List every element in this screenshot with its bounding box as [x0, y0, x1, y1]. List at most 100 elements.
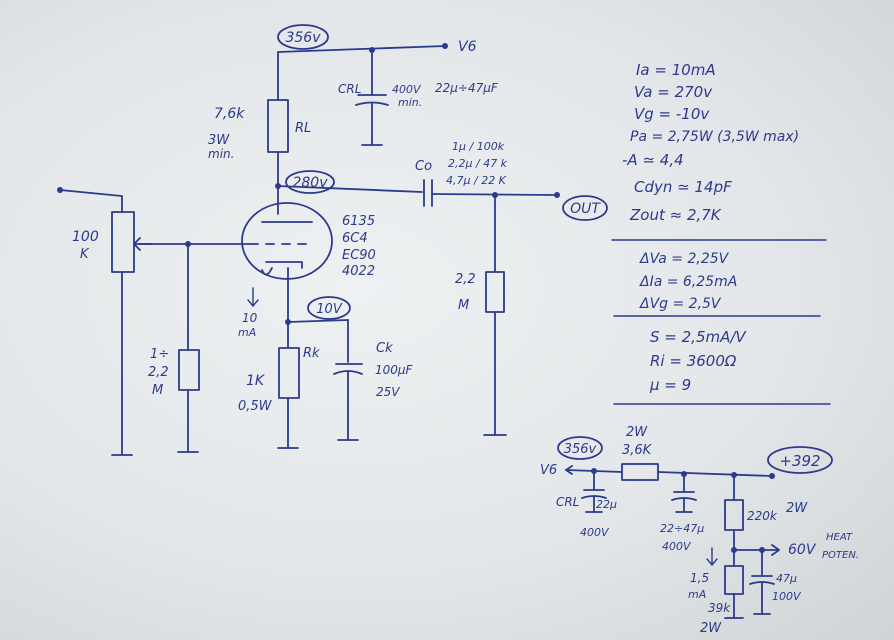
- psu-wire-60v: [733, 544, 780, 556]
- psu-label-c3-value: 47µ: [776, 572, 797, 585]
- terminal-in: [57, 187, 63, 193]
- param-va: Va = 270v: [634, 83, 713, 101]
- param-mu: µ = 9: [649, 376, 691, 394]
- label-co: Co: [415, 159, 432, 174]
- tube-heater: [261, 267, 273, 276]
- psu-label-356: 356v: [564, 442, 597, 457]
- psu-r3: [724, 565, 744, 595]
- label-tube-6c4: 6C4: [342, 231, 368, 246]
- label-cur-1: 10: [242, 311, 258, 325]
- psu-label-r1-value: 3,6K: [622, 443, 653, 458]
- resistor-rg: [178, 349, 200, 391]
- psu-r1: [621, 463, 659, 481]
- psu-label-r3: 39k: [708, 601, 731, 615]
- psu-label-crl: CRL: [556, 495, 579, 509]
- label-356-top: 356v: [285, 30, 321, 46]
- psu-c1: [581, 470, 607, 513]
- psu-bubble-392: [767, 446, 833, 474]
- param-vg: Vg = -10v: [634, 105, 710, 123]
- psu-label-c1-value: 22µ: [596, 498, 617, 511]
- psu-section: [565, 463, 780, 619]
- psu-c2: [671, 473, 697, 513]
- label-280: 280v: [292, 175, 328, 191]
- psu-label-r2: 220k: [747, 509, 778, 523]
- label-tube-6135: 6135: [342, 214, 375, 229]
- label-rg-3: M: [152, 383, 163, 398]
- param-dia: ΔIa = 6,25mA: [639, 274, 737, 290]
- param-dvg: ΔVg = 2,5V: [639, 296, 722, 312]
- current-arrow: [247, 287, 259, 308]
- psu-label-poten: POTEN.: [822, 550, 859, 561]
- psu-wire-r3-gnd: [724, 593, 744, 619]
- psu-current-arrow: [706, 547, 718, 567]
- resistor-rl: [485, 271, 505, 313]
- wire-pot-in: [59, 189, 123, 213]
- cap-co: [423, 179, 433, 207]
- param-ia: Ia = 10mA: [636, 61, 716, 79]
- label-rk-watt: 0,5W: [238, 399, 273, 414]
- wire-rg-gnd: [177, 389, 199, 453]
- bubble-356-top: [277, 24, 329, 50]
- label-ck-name: Ck: [376, 341, 393, 356]
- label-rl-1: 2,2: [455, 272, 476, 287]
- label-ra-name: RL: [295, 121, 311, 136]
- label-ra-value: 7,6k: [214, 106, 245, 122]
- wire-pot-gnd: [111, 271, 133, 456]
- resistor-rk: [278, 347, 300, 399]
- amp-stage: [57, 43, 560, 456]
- psu-label-cur-1: 1,5: [690, 571, 709, 585]
- amp-labels: 356v V6 CRL 400V 22µ÷47µF min. 7,6k RL 3…: [72, 24, 608, 414]
- psu-label-c1-volt: 400V: [580, 526, 610, 539]
- label-crl-top-min: min.: [398, 96, 422, 109]
- label-tube-ec90: EC90: [342, 248, 376, 263]
- label-ck-volt: 25V: [376, 385, 400, 399]
- wire-rl-gnd: [483, 311, 507, 436]
- label-v6-top: V6: [458, 39, 477, 55]
- psu-r2: [724, 499, 744, 531]
- label-rg-2: 2,2: [148, 365, 169, 380]
- psu-label-v6: V6: [540, 463, 557, 478]
- psu-label-392: +392: [779, 452, 820, 470]
- label-crl-top-c: 22µ÷47µF: [435, 81, 499, 95]
- label-pot-value: 100: [72, 229, 99, 245]
- param-cdyn: Cdyn ≃ 14pF: [634, 178, 732, 196]
- label-cur-2: mA: [238, 326, 256, 339]
- label-ra-watt: 3W: [208, 133, 230, 148]
- crl-cap: [355, 49, 389, 146]
- terminal-v6-top: [442, 43, 448, 49]
- bubble-280: [285, 170, 335, 194]
- wire-cathode: [287, 319, 349, 323]
- param-ri: Ri = 3600Ω: [650, 352, 737, 370]
- label-rl-2: M: [458, 298, 469, 313]
- cap-ck: [333, 319, 363, 441]
- label-co-opt3: 4,7µ / 22 K: [446, 174, 507, 187]
- tube-parameters: Ia = 10mA Va = 270v Vg = -10v Pa = 2,75W…: [611, 61, 831, 405]
- param-pa: Pa = 2,75W (3,5W max): [630, 129, 799, 145]
- tube-cathode: [265, 261, 303, 323]
- label-crl-top-v: 400V: [392, 83, 422, 96]
- psu-label-c2-volt: 400V: [662, 540, 692, 553]
- label-co-opt2: 2,2µ / 47 k: [448, 157, 508, 170]
- label-rk-value: 1K: [246, 373, 266, 389]
- wire-rk: [277, 321, 299, 449]
- psu-label-cur-2: mA: [688, 588, 706, 601]
- param-s: S = 2,5mA/V: [650, 328, 747, 346]
- potentiometer: [111, 211, 135, 273]
- label-pot-unit: K: [80, 247, 90, 262]
- label-crl-top: CRL: [338, 82, 361, 96]
- param-gain: -A ≃ 4,4: [622, 151, 684, 169]
- psu-terminal-392: [769, 473, 775, 479]
- psu-label-c3-volt: 100V: [772, 590, 802, 603]
- psu-main-line-2: [657, 471, 773, 477]
- tube-envelope: [241, 202, 333, 280]
- wire-anode-co: [277, 185, 423, 193]
- label-ra-min: min.: [208, 147, 234, 161]
- psu-label-r1-watt: 2W: [626, 425, 648, 440]
- label-rg-1: 1÷: [150, 347, 169, 362]
- label-10v: 10V: [316, 302, 343, 317]
- param-zout: Zout ≈ 2,7K: [629, 206, 722, 224]
- psu-c3: [749, 549, 775, 615]
- terminal-out: [554, 192, 560, 198]
